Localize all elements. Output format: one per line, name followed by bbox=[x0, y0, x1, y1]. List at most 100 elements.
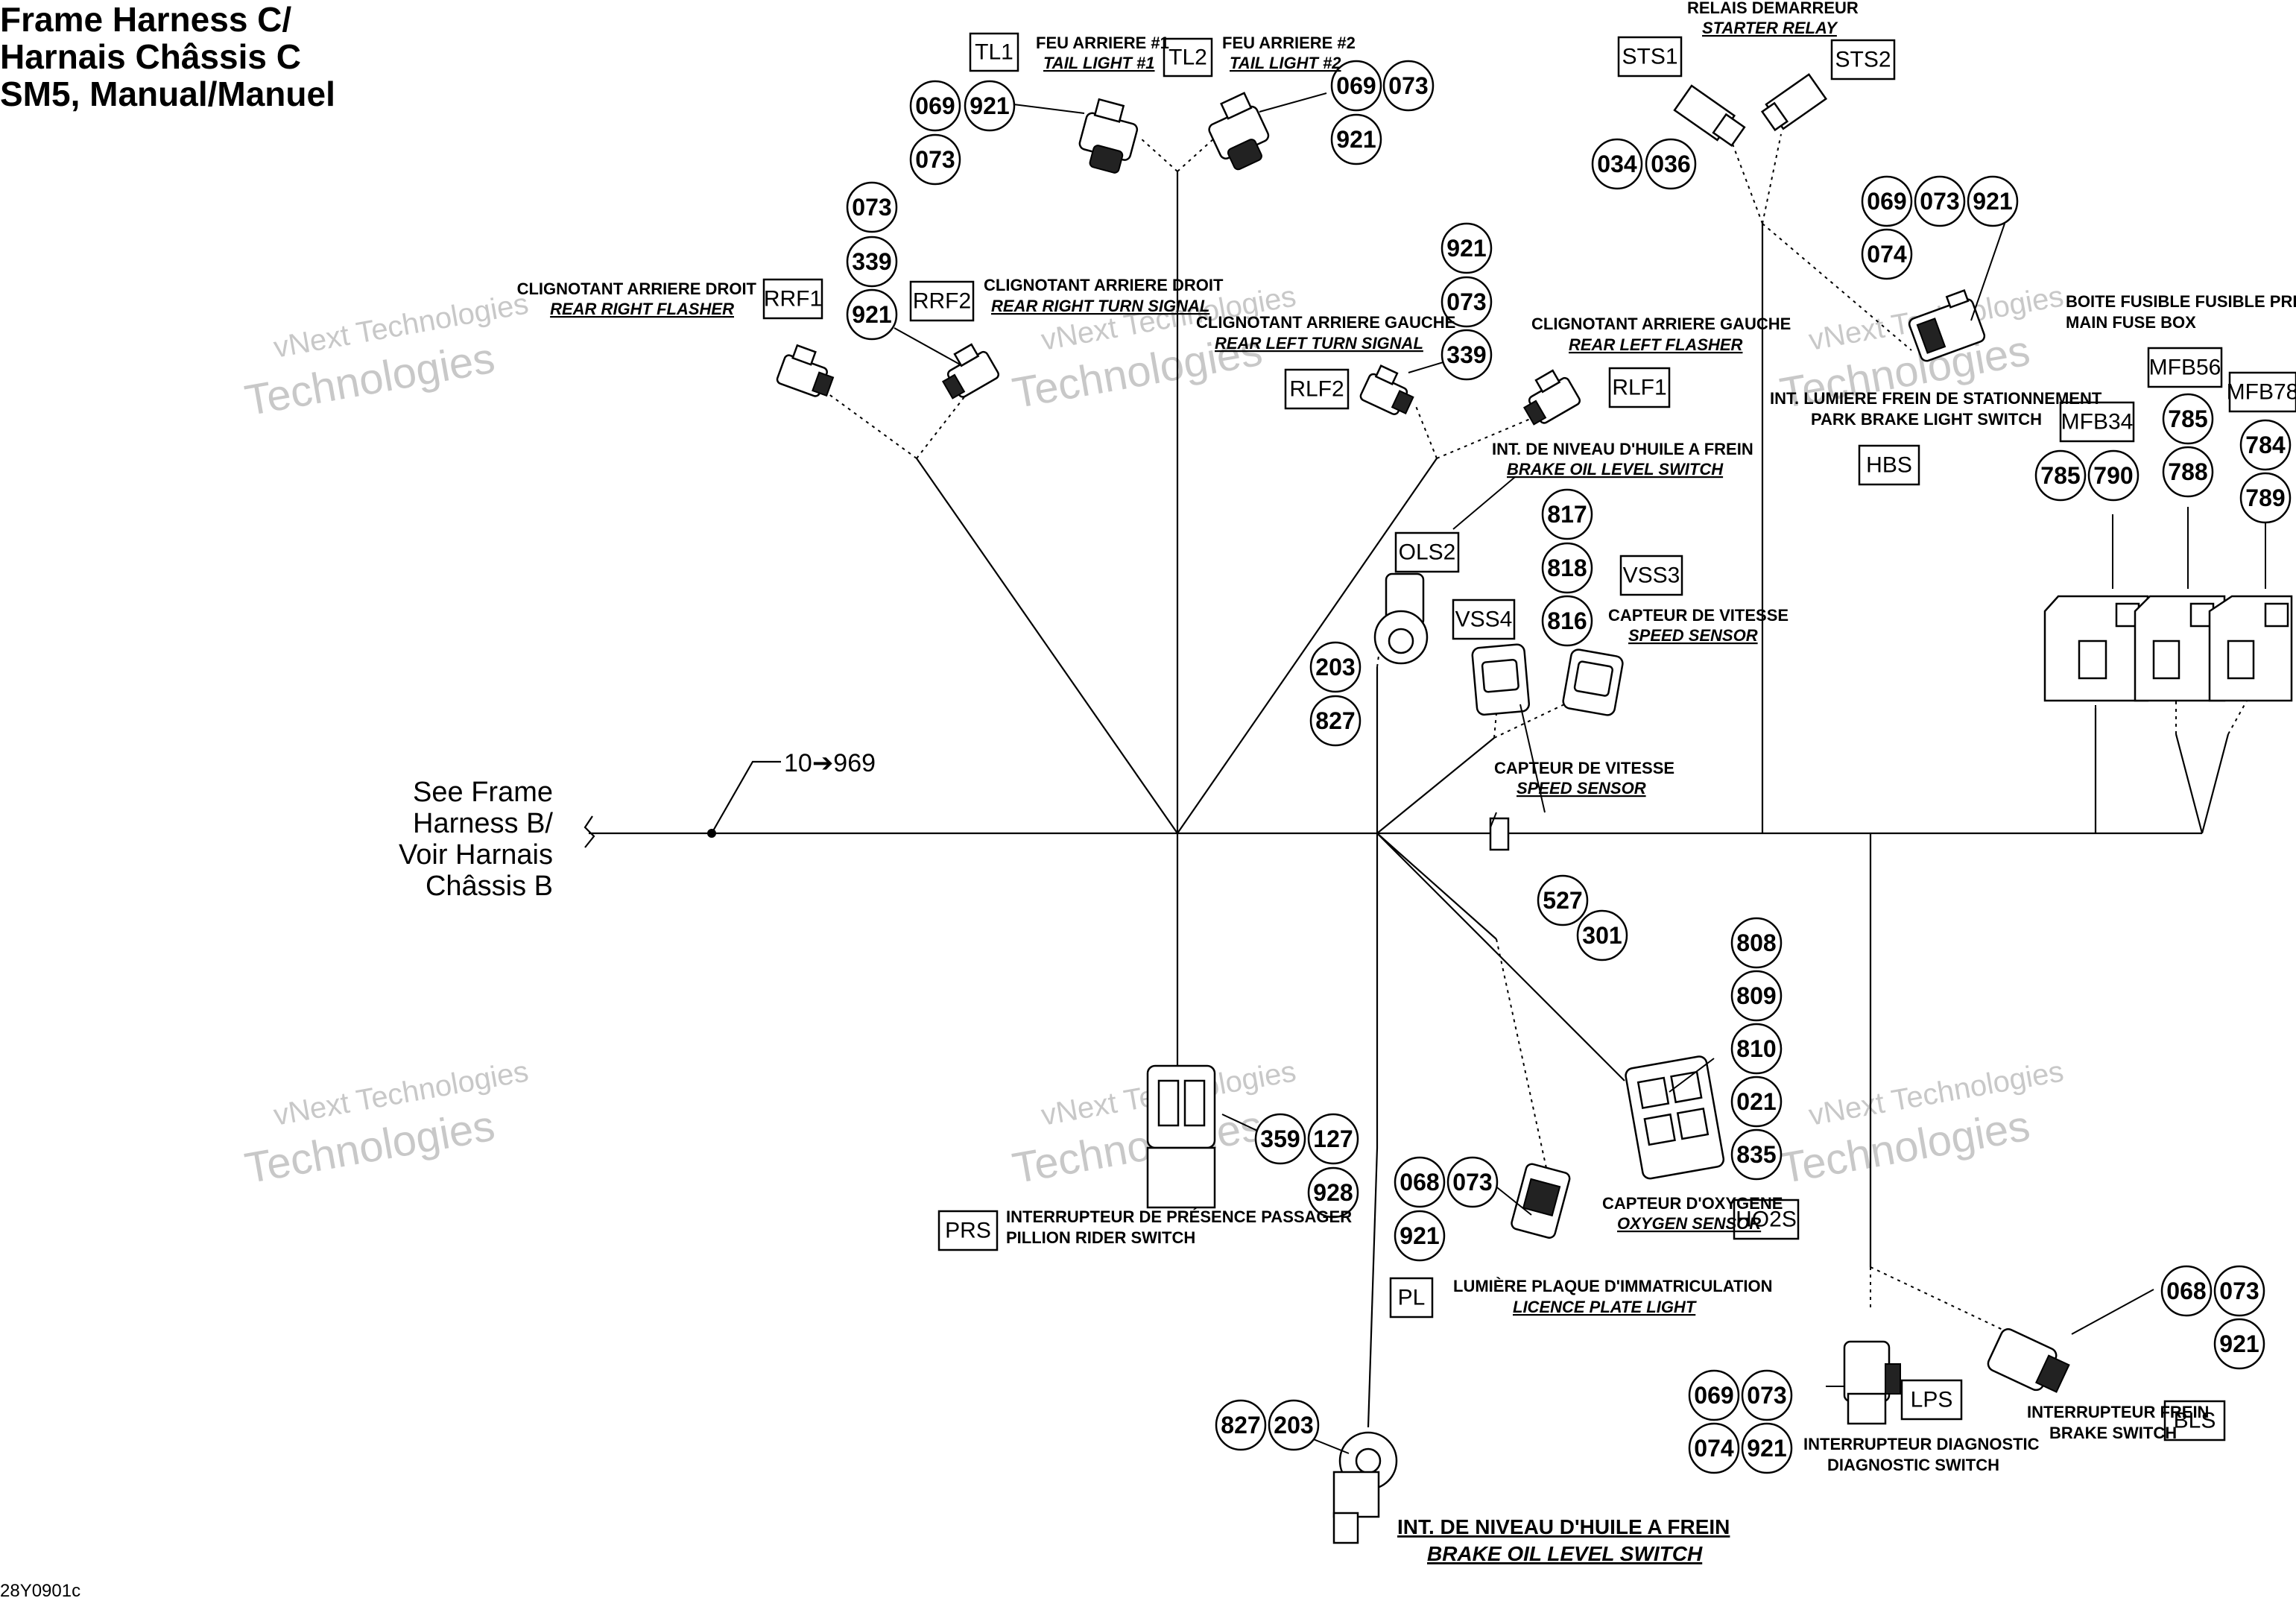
svg-text:MFB56: MFB56 bbox=[2149, 356, 2221, 380]
svg-text:921: 921 bbox=[1336, 126, 1376, 153]
tl2-label-en: TAIL LIGHT #2 bbox=[1230, 54, 1341, 72]
tl1-connector-icon bbox=[1078, 98, 1139, 174]
ho2s-code-box: HO2S bbox=[1733, 1199, 1800, 1240]
vss4-label-fr: CAPTEUR DE VITESSE bbox=[1494, 759, 1674, 777]
lps-code-box: LPS bbox=[1900, 1379, 1963, 1421]
ols2-label-en: BRAKE OIL LEVEL SWITCH bbox=[1507, 460, 1724, 479]
svg-text:021: 021 bbox=[1736, 1088, 1776, 1115]
svg-text:TL2: TL2 bbox=[1168, 45, 1207, 70]
svg-text:VSS3: VSS3 bbox=[1623, 563, 1680, 588]
tl2-code-box: TL2 bbox=[1163, 37, 1213, 78]
svg-text:034: 034 bbox=[1597, 151, 1637, 177]
dashed-leaders bbox=[819, 133, 2248, 1335]
pl-connector-icon bbox=[1511, 1163, 1571, 1239]
svg-text:MFB34: MFB34 bbox=[2061, 410, 2134, 435]
svg-text:809: 809 bbox=[1736, 982, 1776, 1009]
lps-label-en: DIAGNOSTIC SWITCH bbox=[1827, 1456, 1999, 1474]
rrf2-code-box: RRF2 bbox=[909, 280, 975, 322]
watermark-6: vNext Technologies Technologies bbox=[1777, 1055, 2066, 1193]
rlf1-label-en: REAR LEFT FLASHER bbox=[1569, 335, 1743, 354]
ols2-connector-icon bbox=[1373, 572, 1429, 665]
sts2-connector-icon bbox=[1760, 73, 1828, 132]
pl-label-fr: LUMIÈRE PLAQUE D'IMMATRICULATION bbox=[1453, 1277, 1773, 1295]
mfb34-connector-icon bbox=[2043, 595, 2149, 702]
mfb78-code-box: MFB78 bbox=[2227, 371, 2296, 413]
rlf1-connector-icon bbox=[1522, 369, 1581, 426]
svg-text:069: 069 bbox=[915, 92, 955, 119]
svg-text:921: 921 bbox=[852, 301, 891, 328]
wire-circle: 921 bbox=[1330, 113, 1382, 165]
rrf1-code-box: RRF1 bbox=[762, 278, 823, 320]
wire-circle: 921 bbox=[1741, 1422, 1793, 1474]
title-line: SM5, Manual/Manuel bbox=[0, 75, 335, 113]
tl2-connector-icon bbox=[1208, 92, 1270, 171]
svg-text:928: 928 bbox=[1313, 1179, 1353, 1206]
wire-circle: 073 bbox=[2213, 1265, 2265, 1317]
svg-text:785: 785 bbox=[2168, 405, 2207, 432]
wire-number-circles: 069 921 073 069 073 921 073 339 921 921 … bbox=[846, 60, 2292, 1474]
svg-text:784: 784 bbox=[2245, 432, 2286, 458]
svg-text:LPS: LPS bbox=[1911, 1388, 1953, 1412]
ols2-label-fr: INT. DE NIVEAU D'HUILE A FREIN bbox=[1492, 440, 1753, 458]
svg-text:073: 073 bbox=[915, 146, 955, 173]
wire-circle: 301 bbox=[1576, 909, 1628, 961]
svg-text:069: 069 bbox=[1336, 72, 1376, 99]
wire-ref-label: 10➔969 bbox=[784, 749, 876, 777]
svg-text:835: 835 bbox=[1736, 1141, 1776, 1168]
wire-circle: 021 bbox=[1730, 1076, 1783, 1128]
wire-circle: 809 bbox=[1730, 970, 1783, 1022]
wire-circle: 074 bbox=[1861, 228, 1913, 280]
wire-circle: 921 bbox=[1440, 222, 1493, 274]
svg-text:808: 808 bbox=[1736, 929, 1776, 956]
watermarks: vNext Technologies Technologies vNext Te… bbox=[241, 280, 2066, 1193]
svg-text:921: 921 bbox=[2219, 1330, 2259, 1357]
rrf2-connector-icon bbox=[941, 343, 1000, 400]
wire-circle: 074 bbox=[1688, 1422, 1740, 1474]
vss3-label-en: SPEED SENSOR bbox=[1628, 626, 1758, 645]
wire-circle: 073 bbox=[1382, 60, 1435, 112]
wire-circle: 073 bbox=[1446, 1156, 1499, 1208]
svg-text:789: 789 bbox=[2245, 484, 2285, 511]
wire-circle: 921 bbox=[846, 288, 898, 341]
vss4-code-box: VSS4 bbox=[1452, 599, 1516, 640]
svg-text:STS2: STS2 bbox=[1835, 48, 1891, 72]
see-frame-line: Châssis B bbox=[426, 871, 553, 902]
code-boxes: TL1 TL2 RRF1 RRF2 RLF2 RLF1 STS1 STS2 HB… bbox=[762, 32, 2296, 1441]
pl-code-box: PL bbox=[1389, 1277, 1434, 1319]
wire-circle: 790 bbox=[2087, 449, 2140, 502]
wire-circle: 921 bbox=[1394, 1210, 1446, 1262]
svg-text:RLF2: RLF2 bbox=[1289, 377, 1344, 402]
wire-circle: 339 bbox=[846, 236, 898, 288]
svg-text:BLS: BLS bbox=[2174, 1409, 2216, 1433]
svg-text:073: 073 bbox=[1388, 72, 1428, 99]
rlf2-connector-icon bbox=[1359, 364, 1414, 415]
mfb-label-fr: BOITE FUSIBLE FUSIBLE PRINCIPAL bbox=[2066, 292, 2296, 311]
svg-text:921: 921 bbox=[970, 92, 1009, 119]
title-line: Harnais Châssis C bbox=[0, 37, 301, 76]
svg-text:203: 203 bbox=[1274, 1412, 1313, 1439]
connector-shapes bbox=[776, 73, 2293, 1544]
wire-circle: 817 bbox=[1541, 488, 1593, 540]
svg-text:921: 921 bbox=[1973, 188, 2012, 215]
svg-text:921: 921 bbox=[1747, 1435, 1786, 1462]
wire-circle: 784 bbox=[2239, 419, 2292, 471]
svg-text:790: 790 bbox=[2093, 462, 2133, 489]
rrf1-label-en: REAR RIGHT FLASHER bbox=[550, 300, 734, 318]
prs-label-fr: INTERRUPTEUR DE PRÉSENCE PASSAGER bbox=[1006, 1207, 1352, 1226]
wire-circle: 069 bbox=[1861, 175, 1913, 227]
rlf1-code-box: RLF1 bbox=[1608, 367, 1671, 408]
ols1-label-fr: INT. DE NIVEAU D'HUILE A FREIN bbox=[1397, 1515, 1730, 1538]
vss4-label-en: SPEED SENSOR bbox=[1517, 779, 1646, 798]
svg-text:MFB78: MFB78 bbox=[2227, 380, 2296, 405]
wire-circle: 818 bbox=[1541, 542, 1593, 594]
see-frame-harness-b-label: See Frame Harness B/ Voir Harnais Châssi… bbox=[399, 777, 553, 902]
wire-circle: 835 bbox=[1730, 1128, 1783, 1181]
wire-circle: 921 bbox=[1967, 175, 2019, 227]
wire-circle: 785 bbox=[2034, 449, 2087, 502]
wire-circle: 073 bbox=[846, 181, 898, 233]
mfb34-code-box: MFB34 bbox=[2059, 401, 2135, 443]
svg-text:339: 339 bbox=[852, 248, 891, 275]
sts1-code-box: STS1 bbox=[1617, 36, 1683, 78]
harness-wires: 10➔969 bbox=[584, 171, 2230, 1428]
